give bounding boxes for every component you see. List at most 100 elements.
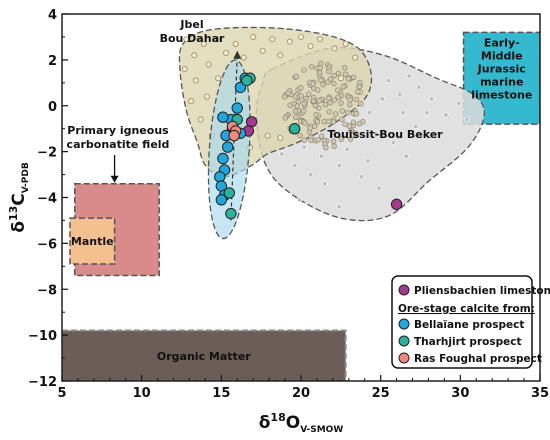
y-tick-label: −8 (37, 283, 57, 298)
bou-dahar-point (269, 36, 276, 43)
touissit-point (400, 109, 406, 116)
cluster-point (301, 137, 308, 143)
y-tick-label: −6 (37, 237, 57, 252)
cluster-point (297, 85, 304, 91)
cluster-point (310, 98, 317, 104)
organic-matter-label: Organic Matter (157, 350, 251, 363)
carbonatite-label: Primary igneous (67, 124, 169, 137)
y-tick-label: 4 (48, 8, 57, 23)
touissit-point (429, 96, 435, 102)
x-axis-label-part: 18 (270, 411, 285, 424)
touissit-point (307, 171, 314, 178)
cluster-point (339, 116, 345, 123)
bou-dahar-point (264, 132, 271, 139)
cluster-point (338, 136, 345, 142)
cluster-point (335, 87, 341, 93)
cluster-point (297, 132, 303, 139)
touissit-point (456, 100, 462, 107)
y-tick-label: −10 (28, 329, 57, 344)
x-axis-label-part: V-SMOW (300, 425, 343, 435)
cluster-point (341, 65, 348, 71)
x-axis-label-part: O (286, 413, 300, 433)
cluster-point (322, 101, 329, 108)
x-tick-label: 15 (212, 386, 230, 401)
cluster-point (324, 79, 331, 85)
legend-marker (398, 352, 410, 364)
cluster-point (330, 138, 337, 145)
bou-dahar-point (259, 47, 266, 54)
cluster-point (353, 111, 360, 117)
cluster-point (352, 130, 359, 137)
legend-subtitle: Ore-stage calcite from: (398, 303, 535, 315)
y-tick-label: −4 (37, 192, 57, 207)
bou-dahar-point (307, 43, 314, 50)
bou-dahar-point (342, 40, 349, 47)
bou-dahar-point (203, 93, 210, 100)
cluster-point (301, 100, 308, 107)
y-axis-label-part: C (9, 193, 29, 205)
cluster-point (358, 100, 364, 107)
cluster-point (347, 136, 354, 142)
cluster-point (300, 108, 307, 114)
marine-limestone-label: Jurassic (477, 62, 526, 75)
mantle-label: Mantle (71, 235, 114, 248)
y-axis-label-part: V-PDB (21, 162, 31, 193)
touissit-point (322, 181, 328, 187)
cluster-point (292, 114, 299, 120)
bou-dahar-point (240, 54, 247, 61)
data-point (225, 207, 237, 220)
touissit-point (291, 162, 298, 169)
data-point (390, 198, 403, 211)
cluster-point (326, 108, 332, 115)
marine-limestone-label: Middle (481, 49, 523, 62)
legend-label: Pliensbachien limestone (414, 285, 550, 297)
organic-matter-field (62, 329, 347, 381)
touissit-point (344, 146, 350, 152)
cluster-point (331, 97, 338, 103)
cluster-point (318, 77, 324, 83)
trend-arrow-head (233, 50, 242, 59)
touissit-point (443, 112, 449, 118)
cluster-point (347, 97, 353, 103)
data-point (217, 111, 229, 123)
data-point (222, 141, 234, 153)
cluster-point (316, 98, 322, 104)
cluster-point (342, 121, 348, 127)
cluster-point (323, 144, 329, 151)
cluster-point (311, 123, 318, 129)
touissit-label: Touissit-Bou Beker (327, 128, 443, 141)
bou-dahar-point (286, 38, 293, 45)
cluster-point (355, 89, 361, 95)
bou-dahar-point (232, 40, 239, 47)
marine-limestone-label: limestone (471, 88, 532, 101)
cluster-point (320, 81, 326, 88)
x-tick-label: 25 (372, 386, 390, 401)
touissit-point (416, 84, 422, 91)
bou-dahar-point (352, 54, 359, 61)
bou-dahar-point (337, 75, 344, 82)
bou-dahar-point (297, 33, 304, 40)
carbonatite-label: carbonatite field (67, 138, 170, 151)
cluster-point (331, 72, 337, 79)
legend-marker (398, 284, 410, 296)
cluster-point (308, 63, 315, 70)
x-tick-label: 20 (292, 386, 310, 401)
legend-box (391, 275, 533, 369)
bou-dahar-point (277, 134, 284, 141)
x-axis-label: δ18OV-SMOW (259, 411, 344, 435)
x-axis-label-part: δ (259, 413, 271, 433)
touissit-point (365, 158, 371, 164)
y-axis-label: δ13CV-PDB (7, 162, 31, 233)
cluster-point (338, 100, 344, 106)
cluster-point (310, 81, 316, 87)
cluster-point (317, 60, 324, 67)
cluster-point (315, 137, 321, 143)
data-point (234, 81, 247, 94)
marine-limestone-label: marine (480, 75, 523, 88)
cluster-point (302, 120, 308, 126)
carbonatite-arrow-head (110, 175, 119, 183)
touissit-point (373, 130, 379, 136)
touissit-point (379, 96, 385, 102)
